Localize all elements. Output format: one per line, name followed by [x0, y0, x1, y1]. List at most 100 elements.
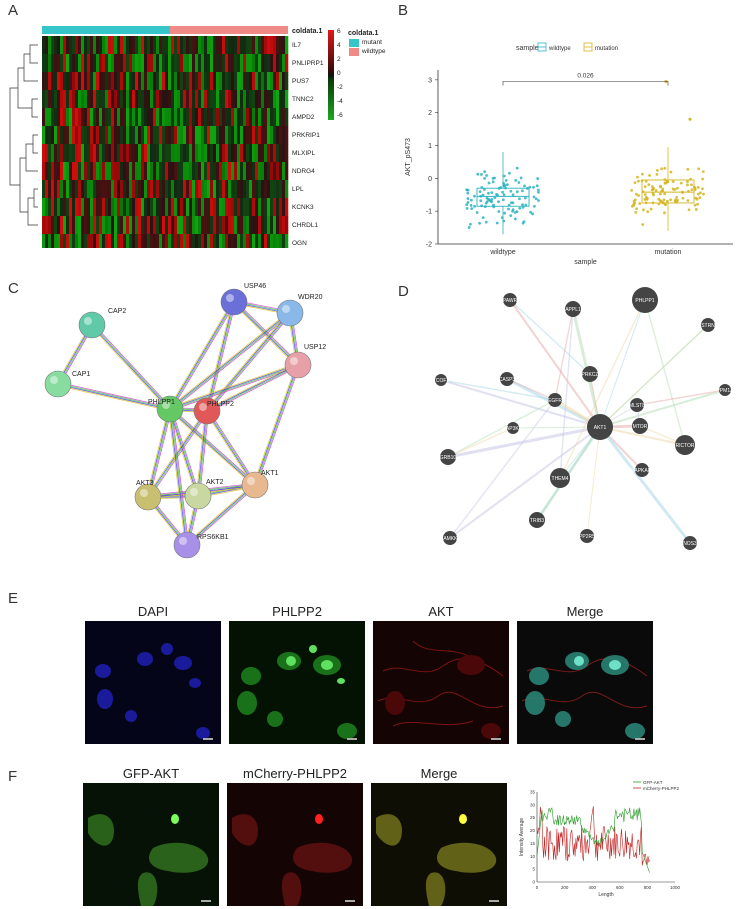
heatmap-cell — [153, 36, 157, 55]
heatmap-cell — [45, 180, 49, 199]
heatmap-cell — [126, 108, 130, 127]
heatmap-cell — [120, 90, 124, 109]
heatmap-cell — [153, 72, 157, 91]
heatmap-cell — [258, 234, 262, 248]
heatmap-cell — [123, 144, 127, 163]
heatmap-cell — [159, 108, 163, 127]
heatmap-cell — [66, 162, 70, 181]
data-point — [637, 179, 640, 183]
gm-node — [440, 449, 456, 465]
heatmap-cell — [138, 162, 142, 181]
heatmap-cell — [201, 216, 205, 235]
heatmap-cell — [174, 162, 178, 181]
heatmap-cell — [204, 72, 208, 91]
gm-node — [500, 372, 514, 386]
heatmap-cell — [168, 216, 172, 235]
heatmap-cell — [282, 90, 286, 109]
heatmap-cell — [285, 144, 289, 163]
heatmap-cell — [216, 54, 220, 73]
heatmap-cell — [210, 36, 214, 55]
heatmap-cell — [78, 90, 82, 109]
heatmap-cell — [57, 90, 61, 109]
heatmap-cell — [126, 144, 130, 163]
heatmap-cell — [279, 180, 283, 199]
gm-node-label: MAPKAP1 — [630, 468, 654, 474]
heatmap-cell — [222, 144, 226, 163]
data-point — [701, 170, 705, 173]
heatmap-cell — [282, 180, 286, 199]
data-point — [497, 200, 500, 204]
heatmap-cell — [153, 234, 157, 248]
heatmap-cell — [144, 234, 148, 248]
heatmap-cell — [243, 90, 247, 109]
heatmap-cell — [177, 234, 181, 248]
heatmap-cell — [252, 72, 256, 91]
heatmap-cell — [234, 198, 238, 217]
heatmap-cell — [105, 198, 109, 217]
string-node-label: AKT2 — [206, 479, 224, 486]
heatmap-cell — [204, 144, 208, 163]
heatmap-cell — [60, 126, 64, 145]
heatmap-cell — [78, 108, 82, 127]
string-edge — [148, 411, 208, 498]
heatmap-cell — [189, 216, 193, 235]
heatmap-cell — [237, 90, 241, 109]
string-node-label: USP46 — [244, 283, 266, 290]
heatmap-cell — [63, 162, 67, 181]
heatmap-cell — [54, 90, 58, 109]
heatmap-cell — [42, 72, 46, 91]
heatmap-cell — [147, 54, 151, 73]
heatmap-cell — [264, 234, 268, 248]
scale-tick-label: -4 — [337, 98, 343, 105]
string-edge — [206, 301, 234, 411]
data-point — [490, 191, 494, 195]
heatmap-cell — [111, 54, 115, 73]
heatmap-cell — [156, 216, 160, 235]
heatmap-cell — [231, 108, 235, 127]
heatmap-cell — [219, 144, 223, 163]
heatmap-cell — [195, 198, 199, 217]
heatmap-cell — [84, 216, 88, 235]
gm-edge — [506, 378, 556, 401]
data-point — [505, 183, 509, 187]
heatmap-cell — [267, 72, 271, 91]
heatmap-cell — [216, 72, 220, 91]
data-point — [482, 188, 486, 191]
heatmap-cell — [180, 144, 184, 163]
heatmap-cell — [48, 234, 52, 248]
string-edge — [233, 302, 298, 366]
heatmap-cell — [198, 54, 202, 73]
heatmap-cell — [66, 198, 70, 217]
heatmap-cell — [270, 144, 274, 163]
data-point — [694, 208, 698, 211]
data-point — [509, 214, 513, 218]
heatmap-cell — [258, 162, 262, 181]
heatmap-cell — [162, 234, 166, 248]
heatmap-cell — [102, 54, 106, 73]
heatmap-cell — [72, 126, 76, 145]
phlpp2-label: PHLPP2 — [272, 604, 322, 619]
heatmap-cell — [45, 234, 49, 248]
heatmap-cell — [138, 108, 142, 127]
heatmap-cell — [81, 90, 85, 109]
heatmap-cell — [132, 108, 136, 127]
heatmap-cell — [60, 108, 64, 127]
heatmap-cell — [141, 180, 145, 199]
heatmap-cell — [165, 144, 169, 163]
heatmap-cell — [57, 180, 61, 199]
heatmap-cell — [87, 216, 91, 235]
heatmap-cell — [72, 54, 76, 73]
heatmap-panel — [9, 26, 289, 248]
string-edge — [170, 408, 256, 485]
heatmap-cell — [264, 216, 268, 235]
heatmap-cell — [96, 72, 100, 91]
heatmap-cell — [105, 90, 109, 109]
heatmap-cell — [45, 144, 49, 163]
heatmap-cell — [252, 234, 256, 248]
heatmap-cell — [51, 234, 55, 248]
heatmap-cell — [228, 108, 232, 127]
heatmap-cell — [54, 180, 58, 199]
heatmap-cell — [63, 54, 67, 73]
scale-tick-label: 2 — [337, 56, 341, 63]
heatmap-cell — [141, 108, 145, 127]
